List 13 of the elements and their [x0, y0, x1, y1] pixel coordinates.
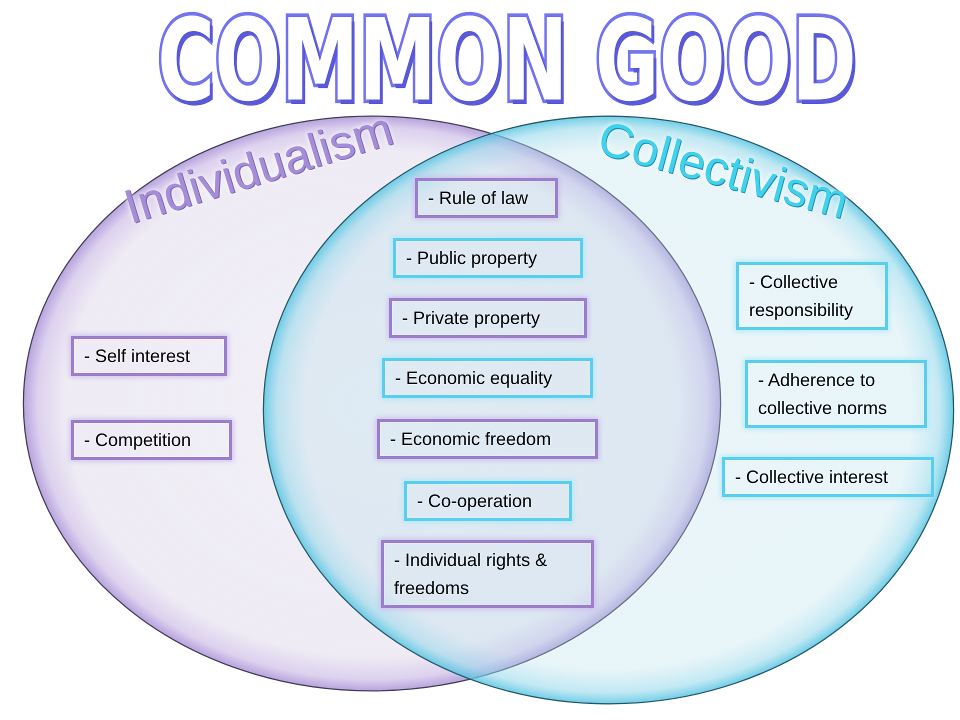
- trait-box: - Economic equality: [382, 358, 593, 398]
- trait-box: - Economic freedom: [377, 419, 598, 459]
- trait-box: - Collective responsibility: [736, 262, 888, 330]
- trait-box: - Collective interest: [722, 457, 934, 497]
- trait-box: - Private property: [389, 298, 587, 338]
- title: COMMON GOOD: [158, 4, 856, 120]
- trait-box: - Individual rights & freedoms: [381, 540, 594, 608]
- trait-box: - Adherence to collective norms: [745, 360, 927, 428]
- trait-box: - Co-operation: [404, 481, 572, 521]
- trait-box: - Competition: [71, 420, 232, 460]
- trait-box: - Public property: [393, 238, 583, 278]
- trait-box: - Self interest: [71, 336, 227, 376]
- trait-box: - Rule of law: [415, 178, 558, 218]
